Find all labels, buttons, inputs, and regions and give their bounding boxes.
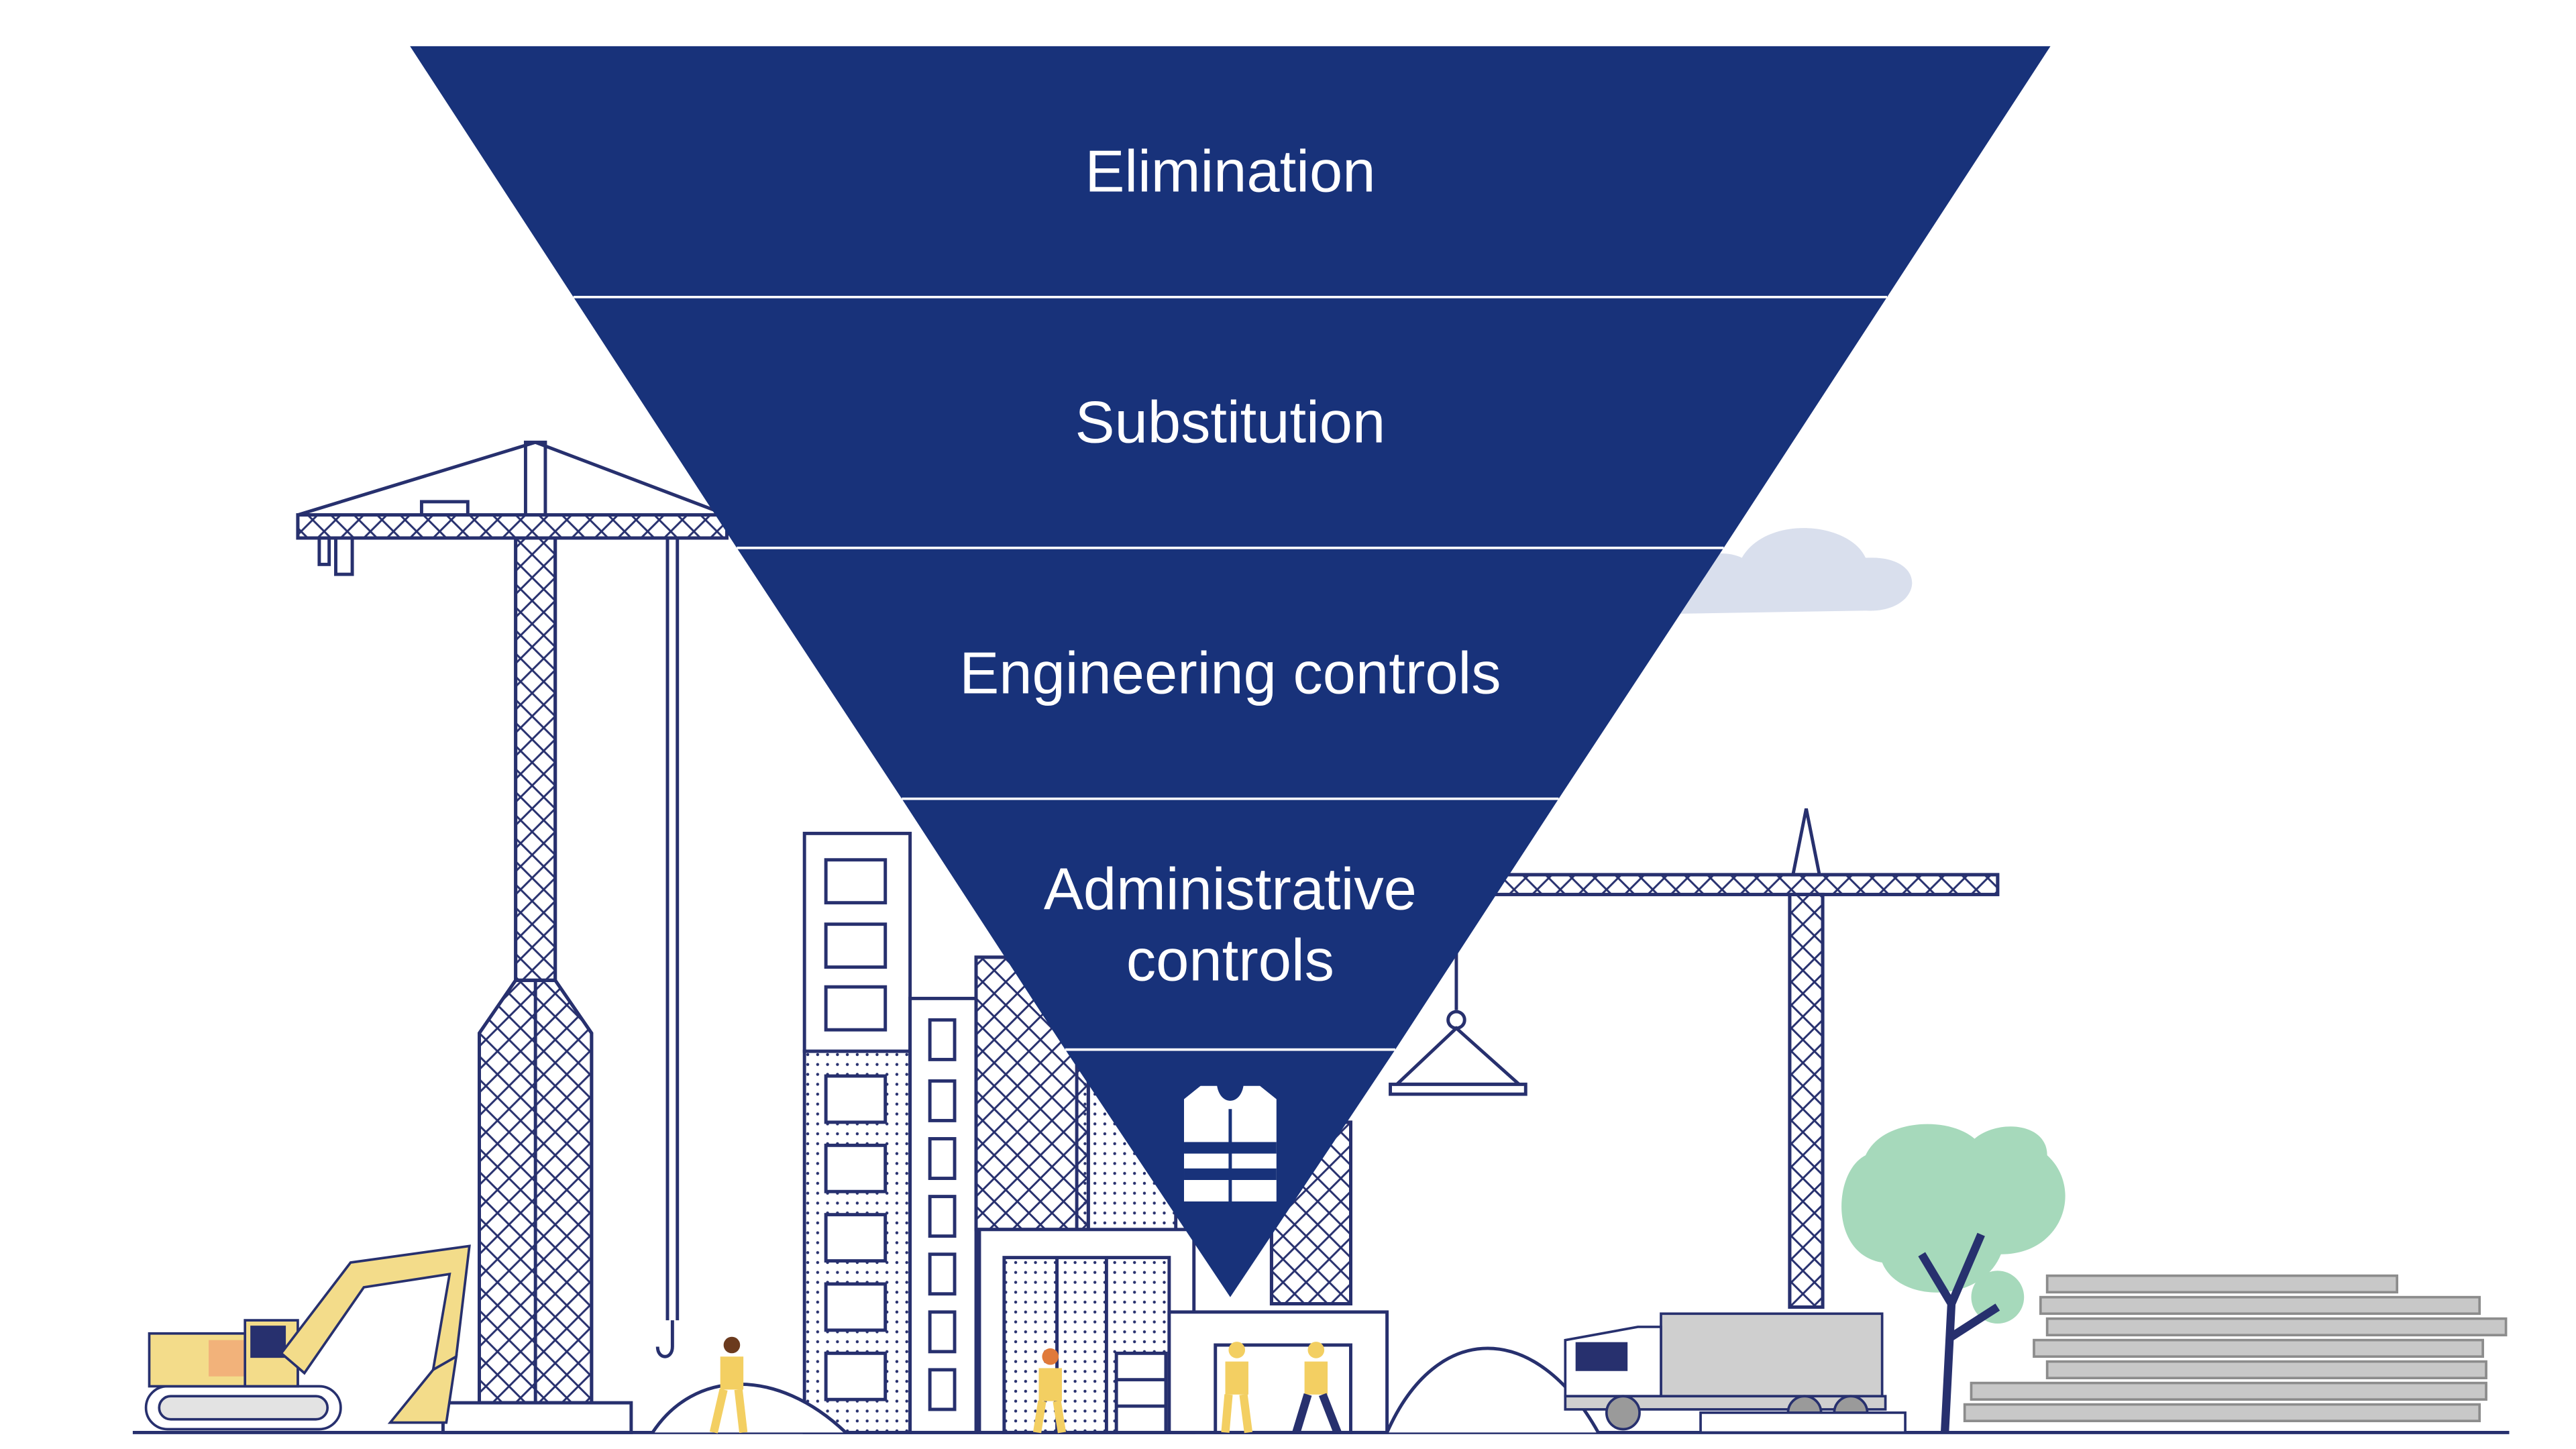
cloud — [1664, 528, 1913, 614]
worker — [1032, 1348, 1067, 1434]
tier-substitution — [573, 297, 1888, 548]
sand-mounds — [651, 1346, 1600, 1434]
tier-engineering-controls — [737, 547, 1724, 799]
worker — [1292, 1342, 1342, 1434]
building-scaffold — [974, 955, 1389, 1434]
building-left — [802, 831, 978, 1434]
tier-label-substitution: Substitution — [1075, 388, 1386, 455]
tier-label-engineering-controls: Engineering controls — [959, 639, 1501, 706]
pipe-stack — [1963, 1274, 2508, 1423]
tier-label-elimination: Elimination — [1085, 138, 1375, 204]
worker — [709, 1336, 748, 1434]
controls-pyramid: Elimination Substitution Engineering con… — [410, 46, 2051, 1297]
tree — [1841, 1124, 2065, 1433]
truck — [1564, 1312, 1907, 1434]
tier-label-administrative: Administrative — [1044, 856, 1417, 922]
tower-crane-left — [296, 440, 729, 1434]
tier-administrative-controls — [902, 798, 1559, 1050]
tier-label-controls: controls — [1126, 926, 1334, 993]
tier-elimination — [410, 46, 2051, 297]
worker — [1221, 1342, 1253, 1434]
tower-crane-right — [1389, 808, 2000, 1309]
excavator — [144, 1244, 471, 1431]
safety-vest-icon — [1184, 1085, 1277, 1201]
